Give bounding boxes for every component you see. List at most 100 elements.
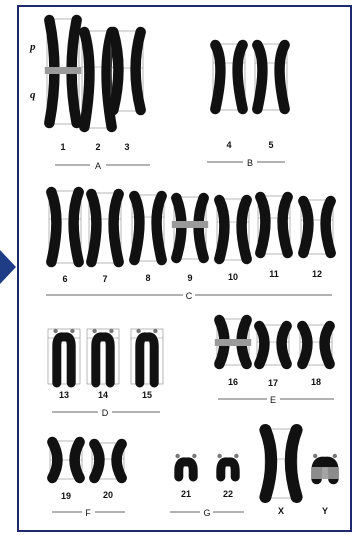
chromatid bbox=[74, 192, 79, 262]
y-heterochromatin-band bbox=[311, 467, 339, 479]
chromosome-label-9: 9 bbox=[187, 273, 192, 283]
chromosome-10 bbox=[217, 199, 249, 260]
satellite-dot bbox=[53, 329, 57, 333]
chromatid bbox=[140, 337, 146, 383]
chromatid bbox=[265, 430, 271, 497]
chromatid bbox=[65, 337, 71, 383]
satellite-dot bbox=[333, 454, 337, 458]
chromosome-22 bbox=[217, 454, 238, 477]
chromosome-20 bbox=[92, 443, 124, 479]
p-arm-label: p bbox=[29, 41, 36, 53]
chromatid bbox=[219, 200, 224, 259]
group-label-f: F bbox=[85, 508, 91, 518]
chromosome-label-19: 19 bbox=[61, 491, 71, 501]
satellite-dot bbox=[217, 454, 221, 458]
chromatid bbox=[134, 196, 139, 260]
chromatid bbox=[326, 201, 331, 253]
satellite-dot bbox=[313, 454, 317, 458]
chromatid bbox=[215, 45, 220, 109]
chromosome-6 bbox=[49, 191, 81, 263]
chromosome-label-17: 17 bbox=[268, 378, 278, 388]
chromosome-21 bbox=[175, 454, 196, 477]
chromosome-y bbox=[311, 454, 339, 479]
chromatid bbox=[302, 326, 307, 364]
chromosome-label-5: 5 bbox=[268, 140, 273, 150]
chromosome-18 bbox=[300, 325, 332, 365]
group-label-g: G bbox=[203, 508, 210, 518]
satellite-dot bbox=[234, 454, 238, 458]
chromosome-label-1: 1 bbox=[60, 142, 65, 152]
satellite-dot bbox=[192, 454, 196, 458]
chromosome-label-22: 22 bbox=[223, 489, 233, 499]
chromosome-label-10: 10 bbox=[228, 272, 238, 282]
chromatid bbox=[104, 337, 110, 383]
chromosome-label-11: 11 bbox=[269, 269, 279, 279]
chromatid bbox=[280, 45, 285, 109]
chromatid bbox=[51, 192, 56, 262]
chromosome-x bbox=[265, 429, 297, 498]
chromatid bbox=[136, 32, 141, 110]
chromosome-9 bbox=[172, 197, 208, 259]
chromatid bbox=[187, 462, 193, 477]
chromatid bbox=[325, 326, 330, 364]
chromosome-13 bbox=[48, 329, 80, 384]
chromosome-label-4: 4 bbox=[226, 140, 231, 150]
group-label-b: B bbox=[247, 158, 253, 168]
chromatid bbox=[229, 462, 235, 477]
centromere-band bbox=[215, 339, 251, 346]
chromatid bbox=[257, 45, 262, 109]
chromosome-12 bbox=[301, 200, 333, 254]
chromosome-layer bbox=[45, 19, 339, 498]
centromere-band bbox=[45, 67, 81, 74]
centromere-band bbox=[172, 221, 208, 228]
chromosome-15 bbox=[131, 329, 163, 384]
chromosome-label-7: 7 bbox=[102, 274, 107, 284]
chromosome-label-15: 15 bbox=[142, 390, 152, 400]
chromatid bbox=[157, 196, 162, 260]
chromatid bbox=[259, 326, 264, 364]
chromatid bbox=[113, 32, 118, 110]
chromosome-4 bbox=[213, 44, 245, 110]
chromatid bbox=[238, 45, 243, 109]
chromatid bbox=[260, 197, 265, 253]
chromosome-label-3: 3 bbox=[124, 142, 129, 152]
chromatid bbox=[303, 201, 308, 253]
chromosome-2 bbox=[82, 31, 114, 128]
chromosome-label-13: 13 bbox=[59, 390, 69, 400]
chromatid bbox=[148, 337, 154, 383]
chromosome-7 bbox=[89, 193, 121, 263]
group-label-d: D bbox=[102, 408, 109, 418]
chromosome-8 bbox=[132, 195, 164, 261]
satellite-dot bbox=[109, 329, 113, 333]
chromosome-label-2: 2 bbox=[95, 142, 100, 152]
chromatid bbox=[283, 197, 288, 253]
chromosome-3 bbox=[111, 31, 143, 111]
satellite-dot bbox=[153, 329, 157, 333]
chromosome-16 bbox=[215, 319, 251, 365]
chromatid bbox=[96, 337, 102, 383]
chromatid bbox=[114, 194, 119, 262]
chromosome-14 bbox=[87, 329, 119, 384]
chromatid bbox=[94, 444, 99, 478]
chromosome-label-6: 6 bbox=[62, 274, 67, 284]
chromosome-label-14: 14 bbox=[98, 390, 108, 400]
chromosome-label-12: 12 bbox=[312, 269, 322, 279]
chromatid bbox=[282, 326, 287, 364]
q-arm-label: q bbox=[30, 89, 36, 101]
group-label-c: C bbox=[186, 291, 193, 301]
chromatid bbox=[117, 444, 122, 478]
chromatid bbox=[84, 32, 89, 127]
chromatid bbox=[75, 442, 80, 478]
group-label-e: E bbox=[270, 395, 276, 405]
chromosome-5 bbox=[255, 44, 287, 110]
chromosome-11 bbox=[258, 196, 290, 254]
chromosome-label-21: 21 bbox=[181, 489, 191, 499]
chromatid bbox=[57, 337, 63, 383]
chromosome-label-20: 20 bbox=[103, 490, 113, 500]
chromatid bbox=[291, 430, 297, 497]
satellite-dot bbox=[92, 329, 96, 333]
satellite-dot bbox=[70, 329, 74, 333]
chromatid bbox=[242, 200, 247, 259]
chromosome-19 bbox=[50, 441, 82, 479]
